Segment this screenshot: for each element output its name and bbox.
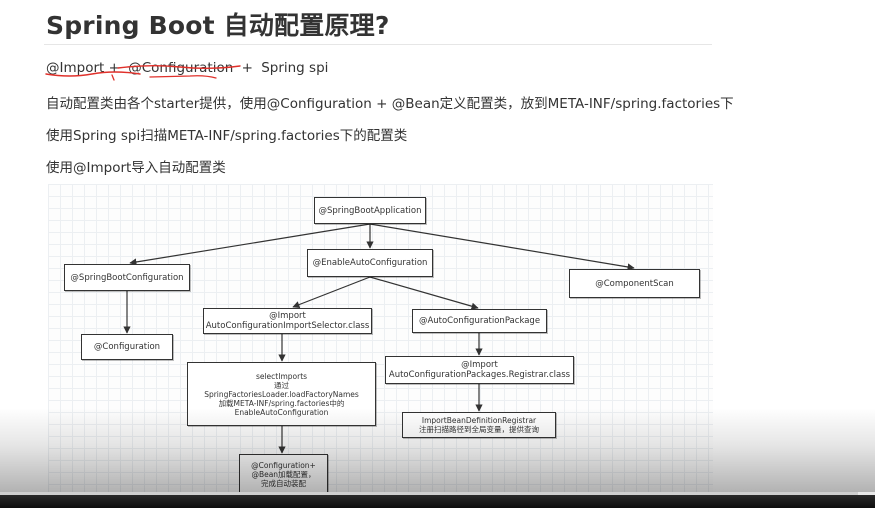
node-import-registrar: @Import AutoConfigurationPackages.Regist…: [385, 356, 574, 384]
node-auto-configuration-package: @AutoConfigurationPackage: [412, 309, 547, 333]
page-title: Spring Boot 自动配置原理?: [46, 11, 390, 40]
summary-spi: Spring spi: [261, 60, 329, 76]
video-progress-bar[interactable]: [0, 492, 875, 495]
node-configuration-bean: @Configuration+ @Bean加载配置， 完成自动装配: [239, 454, 328, 494]
title-divider: [44, 44, 712, 45]
summary-plus: +: [241, 60, 253, 76]
summary-line-3: 使用Spring spi扫描META-INF/spring.factories下…: [46, 128, 408, 144]
node-component-scan: @ComponentScan: [569, 269, 700, 298]
node-enable-auto-configuration: @EnableAutoConfiguration: [307, 249, 433, 277]
video-control-bar: [0, 495, 875, 508]
summary-line-2: 自动配置类由各个starter提供，使用@Configuration + @Be…: [46, 96, 734, 112]
summary-configuration: @Configuration: [128, 60, 234, 76]
node-spring-boot-application: @SpringBootApplication: [314, 197, 426, 224]
edge-sba-cs: [369, 223, 635, 271]
edge-sba-sbc: [129, 223, 371, 266]
video-progress-fill: [0, 492, 858, 495]
auto-configuration-diagram: @SpringBootApplication @SpringBootConfig…: [48, 184, 713, 494]
summary-line-4: 使用@Import导入自动配置类: [46, 160, 226, 176]
node-import-bean-definition-registrar: ImportBeanDefinitionRegistrar 注册扫描路径到全局变…: [402, 412, 556, 438]
diagram-edges: [123, 223, 635, 454]
node-import-selector: @Import AutoConfigurationImportSelector.…: [203, 308, 372, 334]
edge-eac-acp: [369, 276, 479, 310]
node-configuration: @Configuration: [81, 334, 173, 360]
edge-eac-imp-sel: [292, 276, 371, 309]
summary-line-1: @Import + @Configuration + Spring spi: [46, 60, 332, 76]
summary-import: @Import +: [46, 60, 120, 76]
node-select-imports: selectImports 通过 SpringFactoriesLoader.l…: [187, 362, 376, 426]
node-spring-boot-configuration: @SpringBootConfiguration: [64, 264, 190, 291]
